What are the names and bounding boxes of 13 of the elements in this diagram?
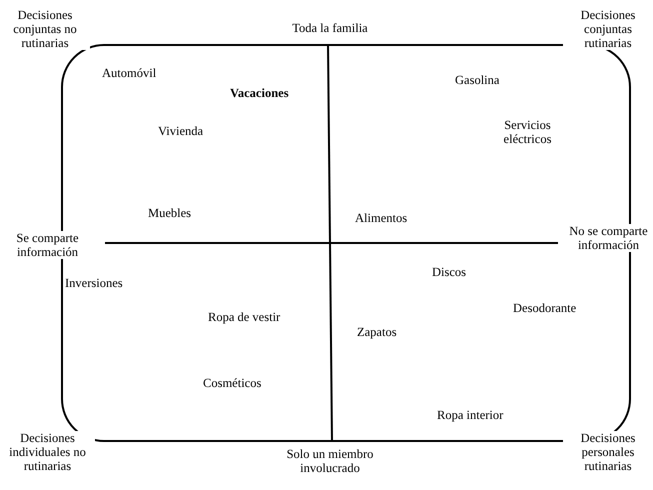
item-label: Desodorante <box>513 301 576 315</box>
item-label: Muebles <box>148 206 192 220</box>
item-label: Automóvil <box>102 66 156 80</box>
item-label: Inversiones <box>65 276 123 290</box>
item-label: Cosméticos <box>203 376 262 390</box>
item-label: Ropa de vestir <box>208 310 280 324</box>
item-label: Discos <box>432 265 466 279</box>
item-label: Vivienda <box>158 124 204 138</box>
item-label: Gasolina <box>455 73 500 87</box>
item-label: Vacaciones <box>230 86 289 100</box>
item-label: Ropa interior <box>437 408 504 422</box>
item-label: Alimentos <box>355 211 408 225</box>
item-label: Zapatos <box>357 325 397 339</box>
